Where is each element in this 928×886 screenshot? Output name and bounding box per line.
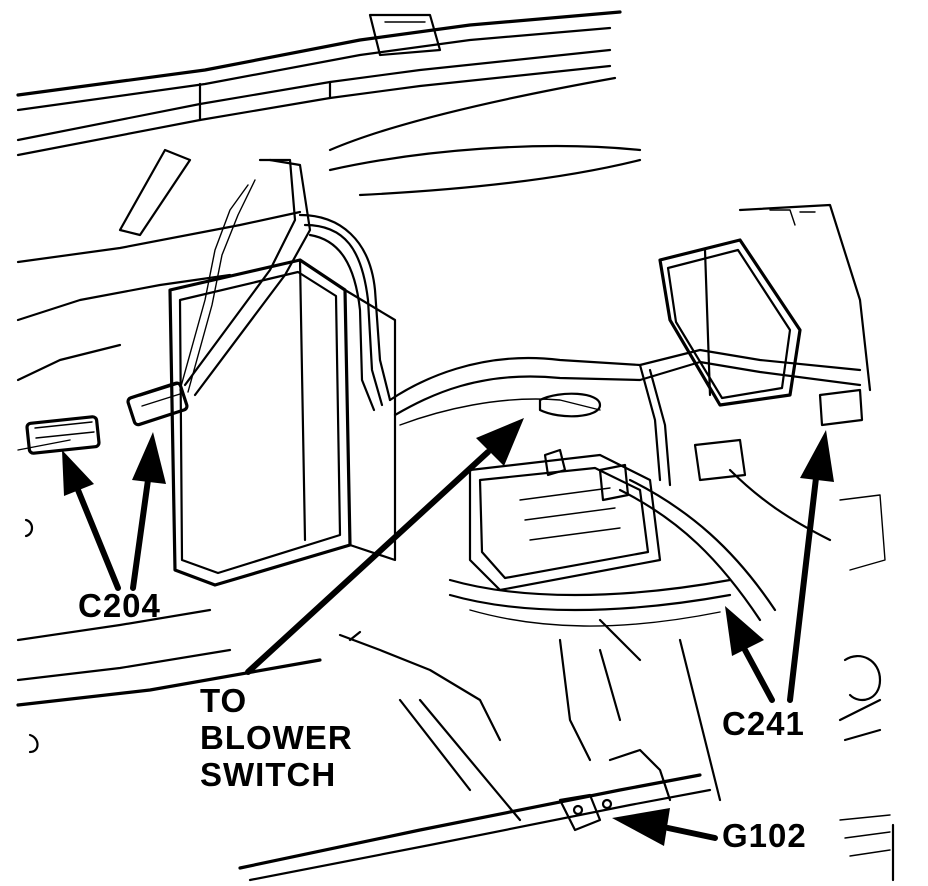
blower-module xyxy=(468,392,662,592)
c204-connectors xyxy=(25,381,189,455)
relay-box xyxy=(658,203,872,482)
blower-label-line-2: BLOWER xyxy=(200,718,353,756)
left-panel xyxy=(16,148,322,754)
cowl-frame xyxy=(16,10,642,197)
heater-housing xyxy=(168,258,397,587)
g102-label: G102 xyxy=(722,817,807,854)
c204-label: C204 xyxy=(78,587,161,624)
bottom-rail xyxy=(238,748,895,882)
g102-arrow xyxy=(612,808,718,846)
blower-switch-label: TO BLOWER SWITCH xyxy=(200,682,353,794)
c241-arrows xyxy=(725,430,834,703)
c241-label: C241 xyxy=(722,705,805,742)
floor-details xyxy=(338,630,882,822)
c204-arrows xyxy=(62,432,166,591)
wiring-harness xyxy=(179,158,862,487)
blower-switch-arrow xyxy=(245,418,524,675)
blower-label-line-1: TO xyxy=(200,682,248,719)
lower-harness xyxy=(448,468,886,702)
blower-label-line-3: SWITCH xyxy=(200,755,337,793)
